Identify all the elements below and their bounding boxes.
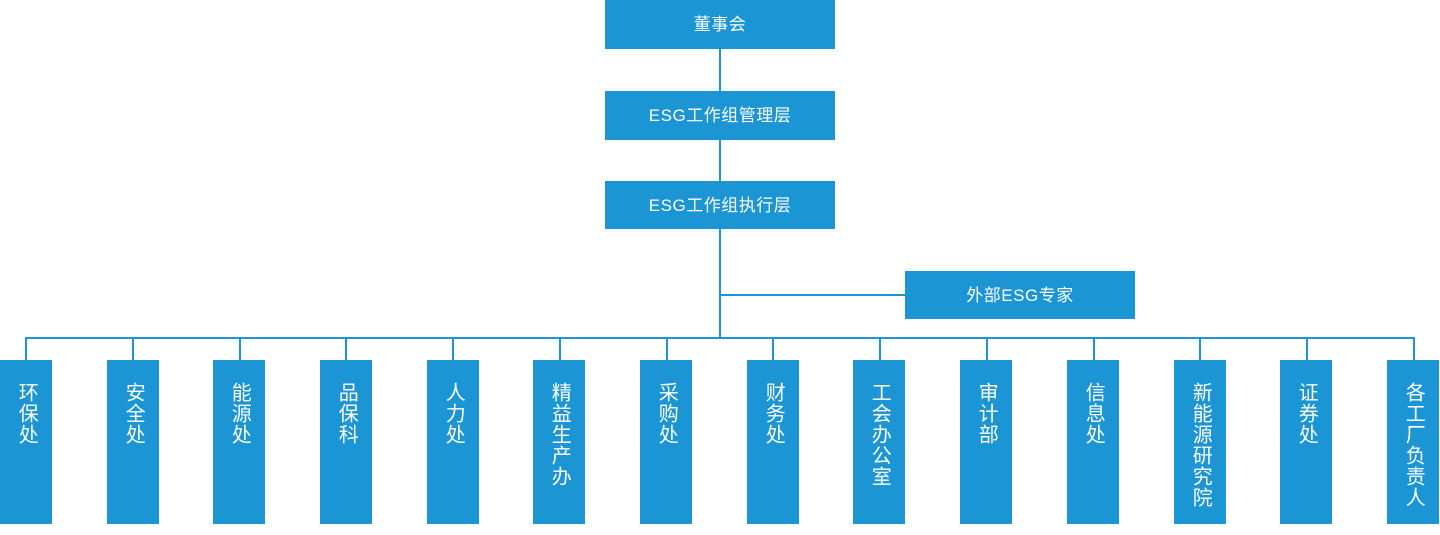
node-department-9[interactable]: 工会办公室	[853, 360, 905, 524]
node-esg-management-layer[interactable]: ESG工作组管理层	[605, 91, 835, 140]
node-label: 安全处	[122, 382, 145, 445]
connector-execution-trunk	[719, 229, 721, 339]
node-department-4[interactable]: 品保科	[320, 360, 372, 524]
node-department-3[interactable]: 能源处	[213, 360, 265, 524]
node-label: 审计部	[975, 382, 998, 445]
node-department-7[interactable]: 采购处	[640, 360, 692, 524]
connector-stem-department-2	[132, 337, 134, 360]
connector-stem-department-1	[25, 337, 27, 360]
node-department-5[interactable]: 人力处	[427, 360, 479, 524]
node-external-esg-advisor[interactable]: 外部ESG专家	[905, 271, 1135, 319]
node-label: 能源处	[228, 382, 251, 445]
connector-stem-department-4	[345, 337, 347, 360]
node-department-12[interactable]: 新能源研究院	[1174, 360, 1226, 524]
node-esg-execution-layer[interactable]: ESG工作组执行层	[605, 181, 835, 229]
node-department-10[interactable]: 审计部	[960, 360, 1012, 524]
connector-stem-department-9	[879, 337, 881, 360]
node-label: 董事会	[693, 15, 747, 34]
connector-stem-department-3	[239, 337, 241, 360]
connector-execution-to-advisor	[719, 294, 905, 296]
connector-stem-department-7	[666, 337, 668, 360]
node-board-of-directors[interactable]: 董事会	[605, 0, 835, 49]
node-department-14[interactable]: 各工厂负责人	[1387, 360, 1439, 524]
node-label: 证券处	[1295, 382, 1318, 445]
node-label: 各工厂负责人	[1402, 382, 1425, 508]
node-department-1[interactable]: 环保处	[0, 360, 52, 524]
node-department-2[interactable]: 安全处	[107, 360, 159, 524]
node-label: 外部ESG专家	[966, 285, 1074, 305]
node-label: 新能源研究院	[1189, 382, 1212, 508]
connector-board-to-management	[719, 49, 721, 91]
node-label: 精益生产办	[548, 382, 571, 487]
connector-stem-department-8	[772, 337, 774, 360]
connector-management-to-execution	[719, 140, 721, 181]
connector-stem-department-14	[1413, 337, 1415, 360]
node-department-11[interactable]: 信息处	[1067, 360, 1119, 524]
connector-department-bus	[25, 337, 1414, 339]
node-label: 财务处	[762, 382, 785, 445]
connector-stem-department-5	[452, 337, 454, 360]
node-label: ESG工作组执行层	[648, 195, 792, 215]
node-department-8[interactable]: 财务处	[747, 360, 799, 524]
node-label: 环保处	[15, 382, 38, 445]
connector-stem-department-11	[1093, 337, 1095, 360]
connector-stem-department-6	[559, 337, 561, 360]
node-label: 工会办公室	[868, 382, 891, 487]
connector-stem-department-12	[1199, 337, 1201, 360]
node-department-13[interactable]: 证券处	[1280, 360, 1332, 524]
node-label: 品保科	[335, 382, 358, 445]
connector-stem-department-13	[1306, 337, 1308, 360]
node-department-6[interactable]: 精益生产办	[533, 360, 585, 524]
connector-stem-department-10	[986, 337, 988, 360]
node-label: 信息处	[1082, 382, 1105, 445]
node-label: 采购处	[655, 382, 678, 445]
node-label: 人力处	[442, 382, 465, 445]
node-label: ESG工作组管理层	[648, 106, 792, 125]
